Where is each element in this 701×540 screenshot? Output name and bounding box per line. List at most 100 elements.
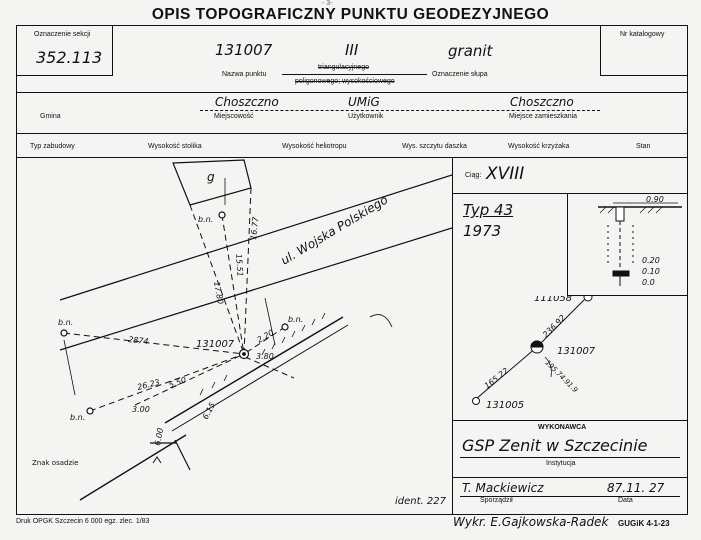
point-type-bottom: poligonowego; wysokościowego <box>295 78 395 85</box>
dist-label-600: 6.00 <box>153 427 165 446</box>
curb-line-1 <box>164 316 344 424</box>
network-divider <box>452 420 688 421</box>
catalog-label: Nr katalogowy <box>620 31 665 38</box>
location-divider <box>16 133 688 134</box>
point-name-label: Nazwa punktu <box>222 71 267 78</box>
base-plate <box>612 270 630 277</box>
point-class: III <box>345 41 359 59</box>
location-rule <box>200 110 600 111</box>
gmina-label: Gmina <box>40 113 61 120</box>
measure-line-bn-top <box>221 214 245 355</box>
frame-top <box>16 25 688 26</box>
frame-bottom <box>16 514 688 515</box>
gmina-value: Choszczno <box>215 95 279 109</box>
user-label: Użytkownik <box>348 113 384 120</box>
section-bottom <box>16 75 113 76</box>
angle-arc <box>544 356 552 378</box>
frame-right <box>687 25 688 515</box>
post-label: Oznaczenie słupa <box>432 71 488 78</box>
hatch-marks <box>199 312 326 396</box>
dist-label-1780: 17.80 <box>212 281 225 305</box>
executor-divider <box>452 477 688 478</box>
sidewalk-line <box>79 434 187 501</box>
network-label-131007: 131007 <box>557 346 596 357</box>
column-roof-height: Wys. szczytu daszka <box>402 143 467 150</box>
street-label: ul. Wojska Polskiego <box>278 193 390 268</box>
measure-line-building-right <box>243 187 252 355</box>
executor-label: WYKONAWCA <box>538 424 587 431</box>
network-line-1 <box>536 297 587 348</box>
monument-year: 1973 <box>463 222 502 240</box>
marker-label-top: b.n. <box>198 215 213 224</box>
street-bracket <box>369 314 393 328</box>
column-table-height: Wysokość stolika <box>148 143 202 150</box>
network-label-131005: 131005 <box>486 400 524 411</box>
prepared-by: T. Mackiewicz <box>462 481 544 495</box>
profile-value-1: 0.20 <box>642 256 660 265</box>
station-point-center <box>242 352 246 356</box>
measure-line-building-left <box>189 204 245 355</box>
dist-label-550: 5.50 <box>168 375 188 390</box>
profile-value-3: 0.0 <box>642 278 655 287</box>
monument-type: Typ 43 <box>463 201 514 219</box>
monument-profile: 0.90 0.20 0.10 0.0 <box>598 195 682 287</box>
marker-label-right: b.n. <box>288 315 303 324</box>
catalog-divider <box>600 25 601 75</box>
curb-line-2 <box>171 324 349 432</box>
dist-label-1677: 16.77 <box>249 216 260 241</box>
point-name-rule <box>282 74 427 75</box>
network-dist-1: 236.92 <box>541 313 567 339</box>
residence-value: Choszczno <box>510 95 574 109</box>
section-value: 352.113 <box>36 48 103 67</box>
ident-label: ident. 227 <box>395 496 447 507</box>
marker-label-left-upper: b.n. <box>58 318 73 327</box>
network-point-111058 <box>583 296 593 302</box>
marker-bn-right <box>281 323 289 331</box>
columns-divider <box>16 157 688 158</box>
ground-label: Znak osadzie <box>32 459 78 467</box>
user-value: UMiG <box>348 95 380 109</box>
institution-label: Instytucja <box>546 460 576 467</box>
column-heliotrope-height: Wysokość heliotropu <box>282 143 347 150</box>
form-title: OPIS TOPOGRAFICZNY PUNKTU GEODEZYJNEGO <box>151 6 550 23</box>
network-angle: 195.74.91.9 <box>544 359 580 395</box>
traverse-divider <box>452 193 688 194</box>
header-divider <box>16 92 688 93</box>
traverse-value: XVIII <box>486 164 525 184</box>
measure-line-left-upper <box>63 332 245 355</box>
dist-label-300: 3.00 <box>132 405 150 414</box>
dist-label-1551: 15.51 <box>234 254 245 277</box>
locality-label: Miejscowość <box>214 113 254 120</box>
network-point-131005 <box>472 397 480 405</box>
measure-line-lower-1 <box>134 353 245 406</box>
column-state: Stan <box>636 143 651 150</box>
measure-line-lower-2 <box>244 356 295 379</box>
ground-hatch <box>599 206 663 214</box>
dist-label-615: 6.15 <box>201 401 217 421</box>
executor-name: GSP Zenit w Szczecinie <box>462 436 648 455</box>
dim-arrow-right <box>264 297 276 346</box>
prepared-label: Sporządził <box>480 497 513 504</box>
point-type-top: triangulacyjnego <box>318 64 369 71</box>
right-panel-divider <box>452 157 453 514</box>
post-material: granit <box>448 42 493 60</box>
date-label: Data <box>618 497 633 504</box>
network-diagram: 111058 131007 131005 236.92 165.22 195.7… <box>472 296 596 411</box>
network-dist-2: 165.22 <box>483 366 511 390</box>
profile-bottom <box>567 295 688 296</box>
location-sketch: g ul. Wojska Polskiego 131007 b.n. b.n. … <box>32 159 452 507</box>
marker-label-left-lower: b.n. <box>70 413 85 422</box>
date-value: 87.11. 27 <box>607 481 665 495</box>
profile-top-value: 0.90 <box>646 195 664 204</box>
fence-post <box>174 439 191 471</box>
marker-bn-top <box>218 211 226 219</box>
network-point-131007-fill <box>530 340 544 348</box>
dist-label-380: 3.80 <box>256 352 274 361</box>
profile-divider <box>567 193 568 295</box>
station-label: 131007 <box>196 339 235 350</box>
street-edge-lower <box>59 227 452 351</box>
frame-left <box>16 25 17 515</box>
marker-bn-left-upper <box>60 329 68 337</box>
executor-rule <box>460 457 680 458</box>
residence-label: Miejsce zamieszkania <box>509 113 578 120</box>
